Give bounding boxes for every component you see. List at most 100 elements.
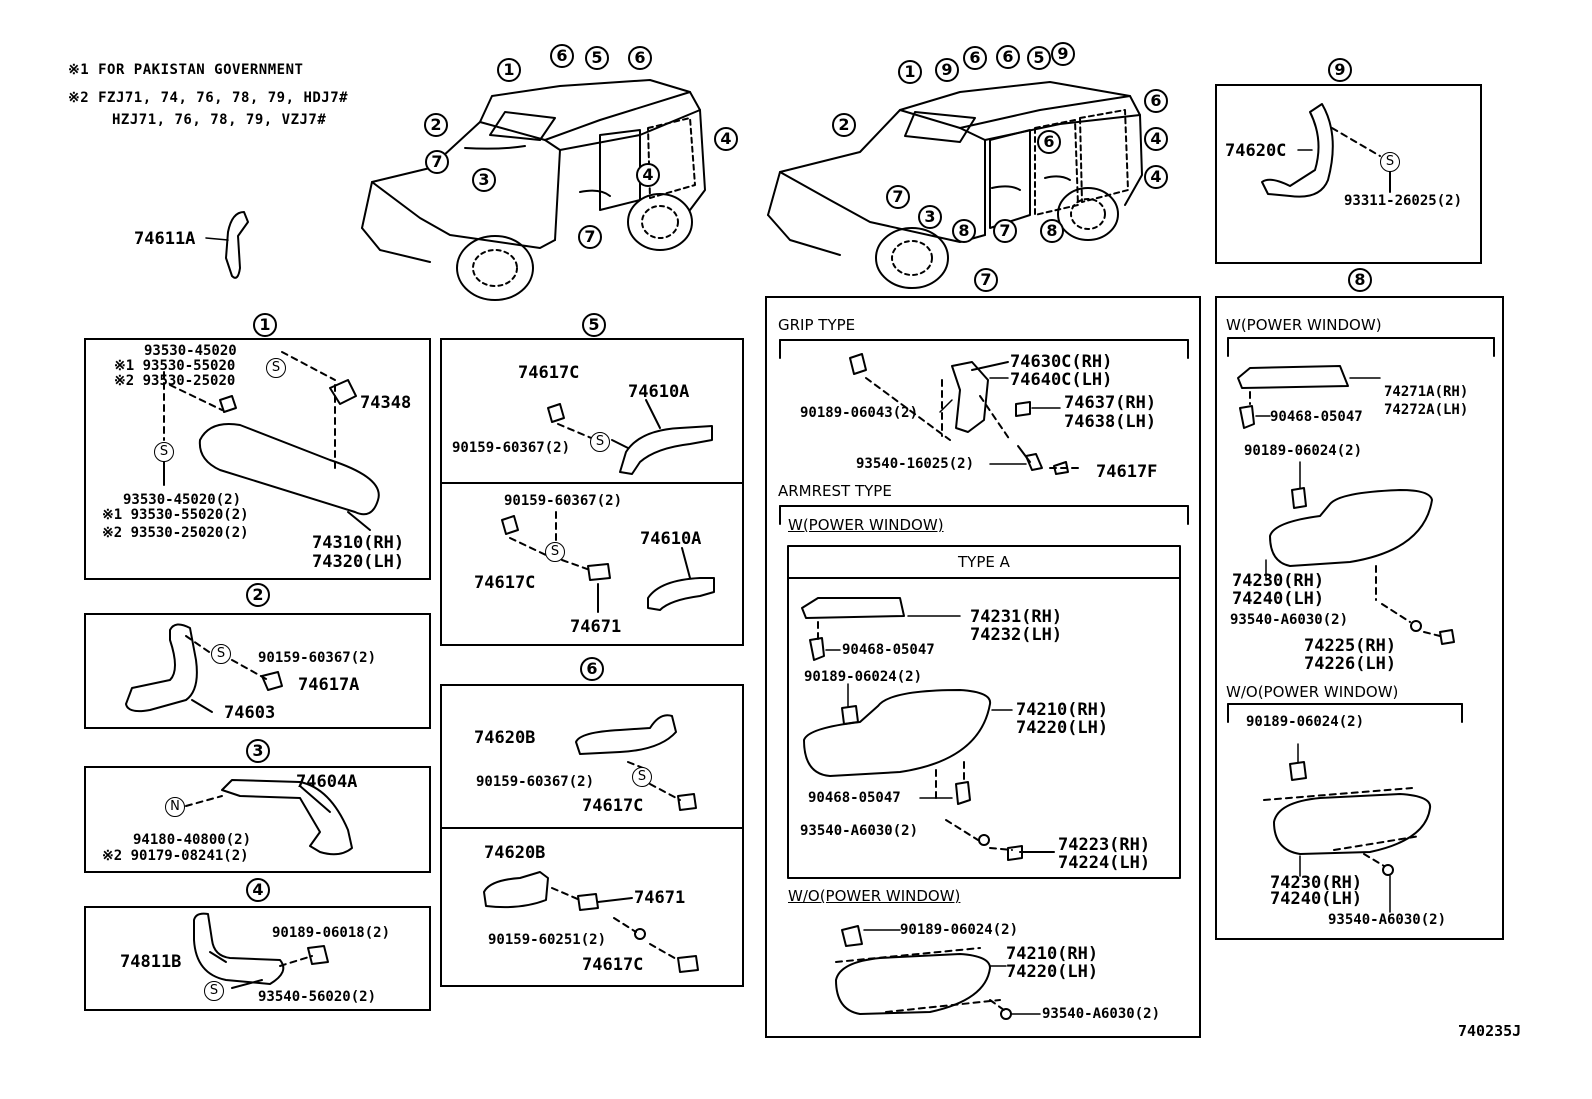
label-74617C: 74617C: [582, 796, 644, 816]
label-94180-40800: 94180-40800(2): [133, 832, 252, 848]
callout-6: 6: [1144, 89, 1168, 113]
label-74610A: 74610A: [628, 382, 690, 402]
figure-id: 740235J: [1458, 1022, 1522, 1040]
label-74638-lh: 74638(LH): [1064, 412, 1157, 432]
label-93530-25020: ※2 93530-25020: [114, 373, 236, 389]
callout-4: 4: [636, 163, 660, 187]
type-a-heading: TYPE A: [958, 553, 1010, 571]
vehicle-4door-outline: [767, 81, 1143, 289]
label-74230-rh-b: 74230(RH): [1270, 873, 1363, 893]
callout-2: 2: [832, 113, 856, 137]
callout-4: 4: [714, 127, 738, 151]
screw-symbol: S: [632, 767, 652, 787]
label-74320-lh: 74320(LH): [312, 552, 405, 572]
screw-symbol: S: [211, 644, 231, 664]
label-74811B: 74811B: [120, 952, 182, 972]
screw-symbol: S: [545, 542, 565, 562]
label-90159-60367: 90159-60367(2): [476, 774, 595, 790]
box-5-divider: [440, 482, 744, 484]
label-93540-A6030-b: 93540-A6030(2): [1328, 912, 1447, 928]
label-90468-05047-b: 90468-05047: [808, 790, 901, 806]
label-74220-lh-b: 74220(LH): [1006, 962, 1099, 982]
label-74640C-lh: 74640C(LH): [1010, 370, 1113, 390]
callout-2-header: 2: [246, 583, 270, 607]
box-7: [765, 296, 1201, 1038]
box-2: [84, 613, 431, 729]
callout-2: 2: [424, 113, 448, 137]
callout-1: 1: [497, 58, 521, 82]
label-74630C-rh: 74630C(RH): [1010, 352, 1113, 372]
screw-symbol: S: [266, 358, 286, 378]
label-74272A-lh: 74272A(LH): [1384, 402, 1469, 418]
without-power-window-heading: W/O(POWER WINDOW): [788, 887, 961, 905]
label-74310-rh: 74310(RH): [312, 533, 405, 553]
label-74671: 74671: [570, 617, 622, 637]
box1-art: [163, 351, 380, 531]
callout-6-header: 6: [580, 657, 604, 681]
callout-7: 7: [886, 185, 910, 209]
box-8: [1215, 296, 1504, 940]
leader-lines: [205, 149, 1391, 1015]
label-90159-60251: 90159-60251(2): [488, 932, 607, 948]
part-74620C-label: 74620C: [1225, 141, 1287, 161]
callout-7-header: 7: [974, 268, 998, 292]
label-90468-05047: 90468-05047: [1270, 409, 1363, 425]
screw-symbol: S: [590, 432, 610, 452]
box7-art: [779, 339, 1189, 1020]
label-74603: 74603: [224, 703, 276, 723]
part-74611A-label: 74611A: [134, 229, 196, 249]
label-93530-45020: 93530-45020: [144, 343, 237, 359]
label-74226-lh: 74226(LH): [1304, 654, 1397, 674]
callout-3: 3: [918, 205, 942, 229]
label-90189-06018: 90189-06018(2): [272, 925, 391, 941]
box4-art: [193, 912, 329, 989]
callout-8: 8: [1040, 219, 1064, 243]
callout-4: 4: [1144, 127, 1168, 151]
label-93530-55020: ※1 93530-55020: [114, 358, 236, 374]
label-74230-rh: 74230(RH): [1232, 571, 1325, 591]
callout-1: 1: [898, 60, 922, 84]
label-90189-06024: 90189-06024(2): [804, 669, 923, 685]
callout-6: 6: [1037, 130, 1061, 154]
note-2-line-1: ※2 FZJ71, 74, 76, 78, 79, HDJ7#: [68, 90, 349, 106]
label-93540-A6030: 93540-A6030(2): [800, 823, 919, 839]
callout-5: 5: [1027, 46, 1051, 70]
box-5: [440, 338, 744, 646]
screw-symbol: S: [154, 442, 174, 462]
callout-3-header: 3: [246, 739, 270, 763]
callout-5: 5: [585, 46, 609, 70]
callout-9: 9: [935, 58, 959, 82]
label-74232-lh: 74232(LH): [970, 625, 1063, 645]
label-74617C: 74617C: [518, 363, 580, 383]
part-93311-26025-label: 93311-26025(2): [1344, 193, 1463, 209]
grip-type-heading: GRIP TYPE: [778, 316, 856, 334]
screw-symbol: S: [1380, 152, 1400, 172]
callout-4: 4: [1144, 165, 1168, 189]
callout-7: 7: [993, 219, 1017, 243]
label-90189-06043: 90189-06043(2): [800, 405, 919, 421]
label-74240-lh-b: 74240(LH): [1270, 889, 1363, 909]
without-power-window-heading: W/O(POWER WINDOW): [1226, 683, 1399, 701]
box6-art: [483, 714, 699, 973]
label-74604A: 74604A: [296, 772, 358, 792]
nut-symbol: N: [165, 797, 185, 817]
box-3: [84, 766, 431, 873]
with-power-window-heading: W(POWER WINDOW): [788, 516, 944, 534]
callout-6: 6: [963, 46, 987, 70]
label-74231-rh: 74231(RH): [970, 607, 1063, 627]
label-74224-lh: 74224(LH): [1058, 853, 1151, 873]
callout-6: 6: [550, 44, 574, 68]
callout-8-header: 8: [1348, 268, 1372, 292]
box-6: [440, 684, 744, 987]
label-93540-16025: 93540-16025(2): [856, 456, 975, 472]
screw-symbol: S: [204, 981, 224, 1001]
label-74271A-rh: 74271A(RH): [1384, 384, 1469, 400]
callout-6: 6: [996, 45, 1020, 69]
callout-7: 7: [578, 225, 602, 249]
armrest-type-heading: ARMREST TYPE: [778, 482, 892, 500]
label-90189-06024-b: 90189-06024(2): [900, 922, 1019, 938]
box3-art: [185, 779, 353, 856]
callout-7: 7: [425, 150, 449, 174]
with-power-window-heading: W(POWER WINDOW): [1226, 316, 1382, 334]
